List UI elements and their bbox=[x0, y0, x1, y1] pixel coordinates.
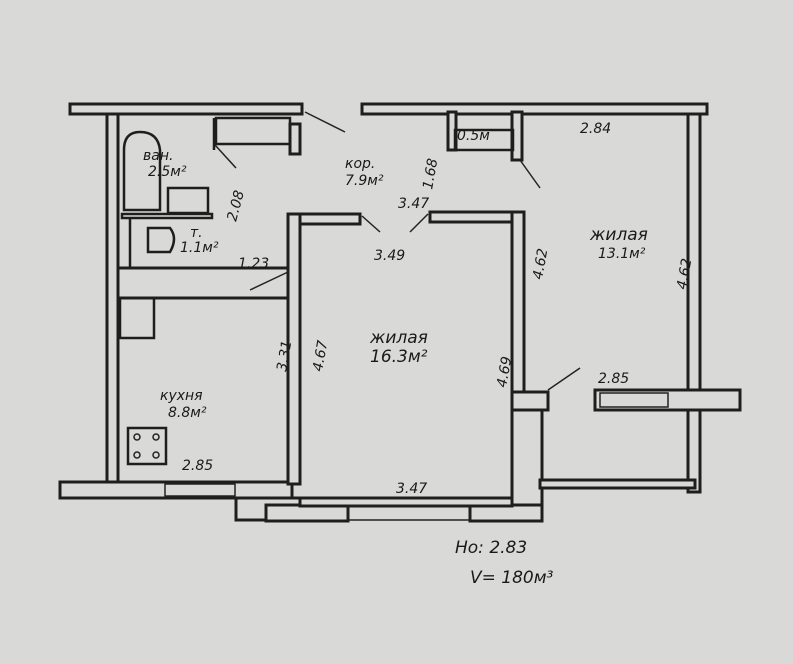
dim-4-62-right: 4.62 bbox=[674, 257, 695, 291]
dim-3-31: 3.31 bbox=[274, 339, 295, 372]
dim-1-68: 1.68 bbox=[420, 157, 441, 191]
dim-1-23: 1.23 bbox=[238, 256, 269, 272]
dim-3-47-top: 3.47 bbox=[398, 196, 429, 212]
toilet-name: т. bbox=[190, 225, 203, 241]
corridor-area: 7.9м² bbox=[345, 173, 384, 189]
living-right-area: 13.1м² bbox=[598, 246, 646, 262]
living-center-name: жилая bbox=[369, 328, 428, 348]
dim-2-85-kitchen: 2.85 bbox=[182, 458, 213, 474]
living-right-name: жилая bbox=[589, 225, 648, 245]
volume: V= 180м³ bbox=[470, 568, 554, 588]
corridor-name: кор. bbox=[345, 156, 375, 172]
dim-2-85-right: 2.85 bbox=[598, 371, 629, 387]
stove-icon bbox=[126, 426, 168, 466]
bathtub-icon bbox=[122, 130, 162, 212]
bath-area: 2.5м² bbox=[148, 164, 187, 180]
closet-area: 0.5м bbox=[457, 128, 490, 144]
dim-4-69: 4.69 bbox=[494, 355, 515, 389]
closet bbox=[453, 128, 515, 152]
dim-2-84: 2.84 bbox=[580, 121, 611, 137]
living-center-area: 16.3м² bbox=[370, 347, 428, 367]
kitchen-sink-icon bbox=[118, 296, 156, 340]
ceiling-height: Ho: 2.83 bbox=[455, 538, 527, 558]
fixtures bbox=[118, 111, 581, 466]
kitchen-area: 8.8м² bbox=[168, 405, 207, 421]
dim-2-08: 2.08 bbox=[224, 189, 248, 223]
windows bbox=[164, 392, 669, 521]
dim-3-47-bottom: 3.47 bbox=[396, 481, 427, 497]
kitchen-name: кухня bbox=[160, 388, 203, 404]
dim-4-62-left: 4.62 bbox=[530, 247, 551, 281]
door-swing bbox=[304, 111, 346, 133]
dim-3-49: 3.49 bbox=[374, 248, 405, 264]
sink-icon bbox=[166, 186, 210, 215]
dim-4-67: 4.67 bbox=[310, 339, 331, 373]
dimension-labels: 2.08 1.23 1.68 3.47 3.49 2.84 4.62 4.62 … bbox=[182, 121, 695, 497]
toilet-icon bbox=[146, 226, 176, 254]
bath-name: ван. bbox=[143, 148, 173, 164]
toilet-area: 1.1м² bbox=[180, 240, 219, 256]
notes: Ho: 2.83 V= 180м³ bbox=[455, 538, 554, 588]
walls bbox=[58, 102, 742, 523]
room-labels: ван. 2.5м² т. 1.1м² кор. 7.9м² 0.5м жила… bbox=[143, 128, 648, 421]
